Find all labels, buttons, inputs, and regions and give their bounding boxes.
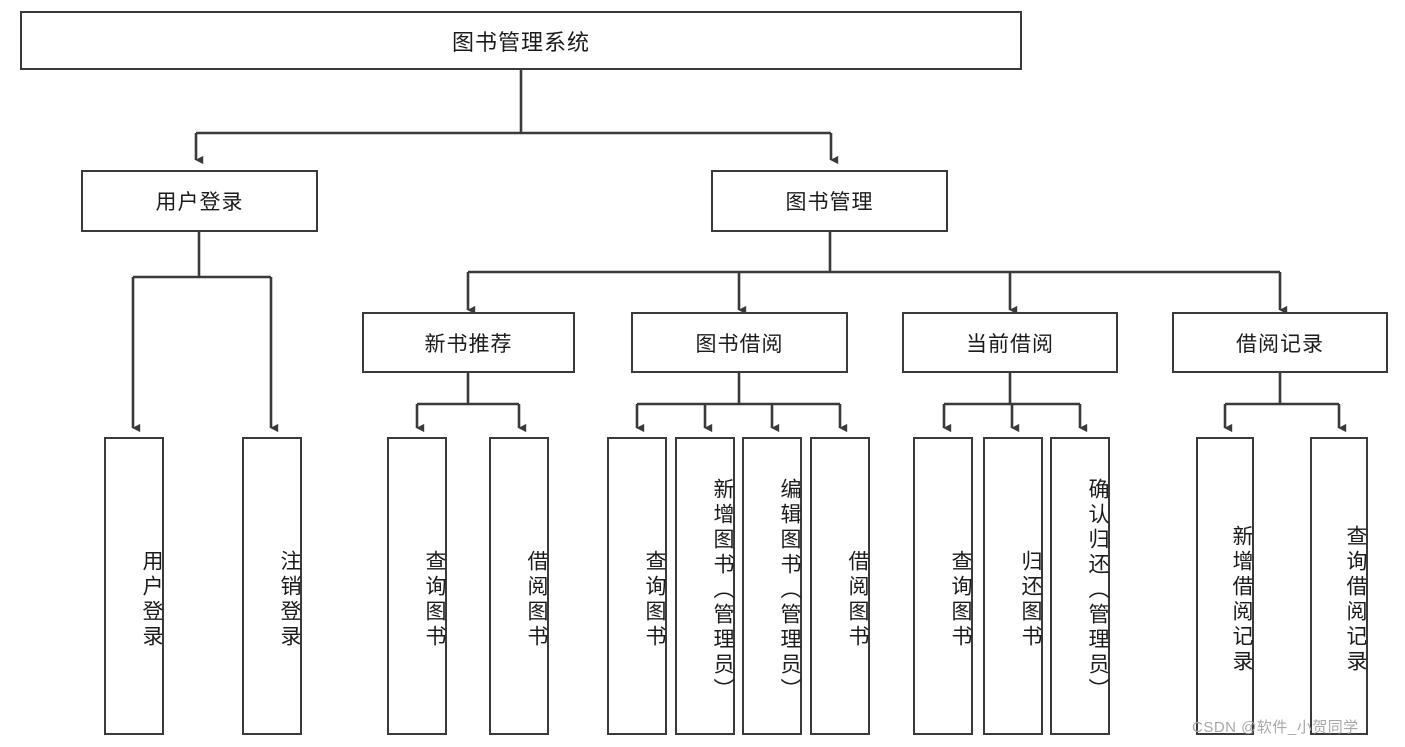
node-leaf-add-record-label: 新增借阅记录 [1230,525,1253,675]
node-borrow-record[interactable]: 借阅记录 [1172,312,1388,373]
node-leaf-edit-book[interactable]: 编辑图书（管理员） [742,437,802,735]
node-leaf-add-record[interactable]: 新增借阅记录 [1196,437,1254,735]
node-leaf-edit-book-label: 编辑图书（管理员） [778,477,801,703]
node-user-login[interactable]: 用户登录 [81,170,318,232]
node-book-borrow[interactable]: 图书借阅 [631,312,848,373]
node-leaf-add-book[interactable]: 新增图书（管理员） [675,437,735,735]
node-borrow-record-label: 借阅记录 [1236,332,1324,356]
node-leaf-query-book-2[interactable]: 查询图书 [607,437,667,735]
node-leaf-query-book-1-label: 查询图书 [423,550,446,650]
node-current-borrow-label: 当前借阅 [966,332,1054,356]
node-leaf-confirm-return-label: 确认归还（管理员） [1086,477,1109,703]
node-leaf-query-record[interactable]: 查询借阅记录 [1310,437,1368,735]
node-book-borrow-label: 图书借阅 [695,332,784,356]
node-leaf-borrow-book-1-label: 借阅图书 [525,550,548,650]
node-root-system-label: 图书管理系统 [451,29,590,55]
node-current-borrow[interactable]: 当前借阅 [902,312,1118,373]
node-leaf-user-logout[interactable]: 注销登录 [242,437,302,735]
node-book-manage[interactable]: 图书管理 [711,170,948,232]
node-leaf-user-login[interactable]: 用户登录 [104,437,164,735]
node-leaf-user-login-label: 用户登录 [140,550,163,650]
node-leaf-borrow-book-2-label: 借阅图书 [846,550,869,650]
node-root-system[interactable]: 图书管理系统 [20,11,1022,70]
node-leaf-query-record-label: 查询借阅记录 [1344,525,1367,675]
node-leaf-confirm-return[interactable]: 确认归还（管理员） [1050,437,1110,735]
node-leaf-user-logout-label: 注销登录 [278,550,301,650]
node-leaf-add-book-label: 新增图书（管理员） [711,477,734,703]
node-leaf-borrow-book-2[interactable]: 借阅图书 [810,437,870,735]
node-leaf-query-book-1[interactable]: 查询图书 [387,437,447,735]
node-leaf-query-book-3-label: 查询图书 [949,550,972,650]
node-new-book-recommend[interactable]: 新书推荐 [362,312,575,373]
node-leaf-borrow-book-1[interactable]: 借阅图书 [489,437,549,735]
node-new-book-recommend-label: 新书推荐 [424,332,513,356]
node-leaf-return-book[interactable]: 归还图书 [983,437,1043,735]
node-user-login-label: 用户登录 [155,191,244,214]
node-leaf-return-book-label: 归还图书 [1019,550,1042,650]
node-leaf-query-book-2-label: 查询图书 [643,550,666,650]
node-book-manage-label: 图书管理 [785,191,874,214]
node-leaf-query-book-3[interactable]: 查询图书 [913,437,973,735]
